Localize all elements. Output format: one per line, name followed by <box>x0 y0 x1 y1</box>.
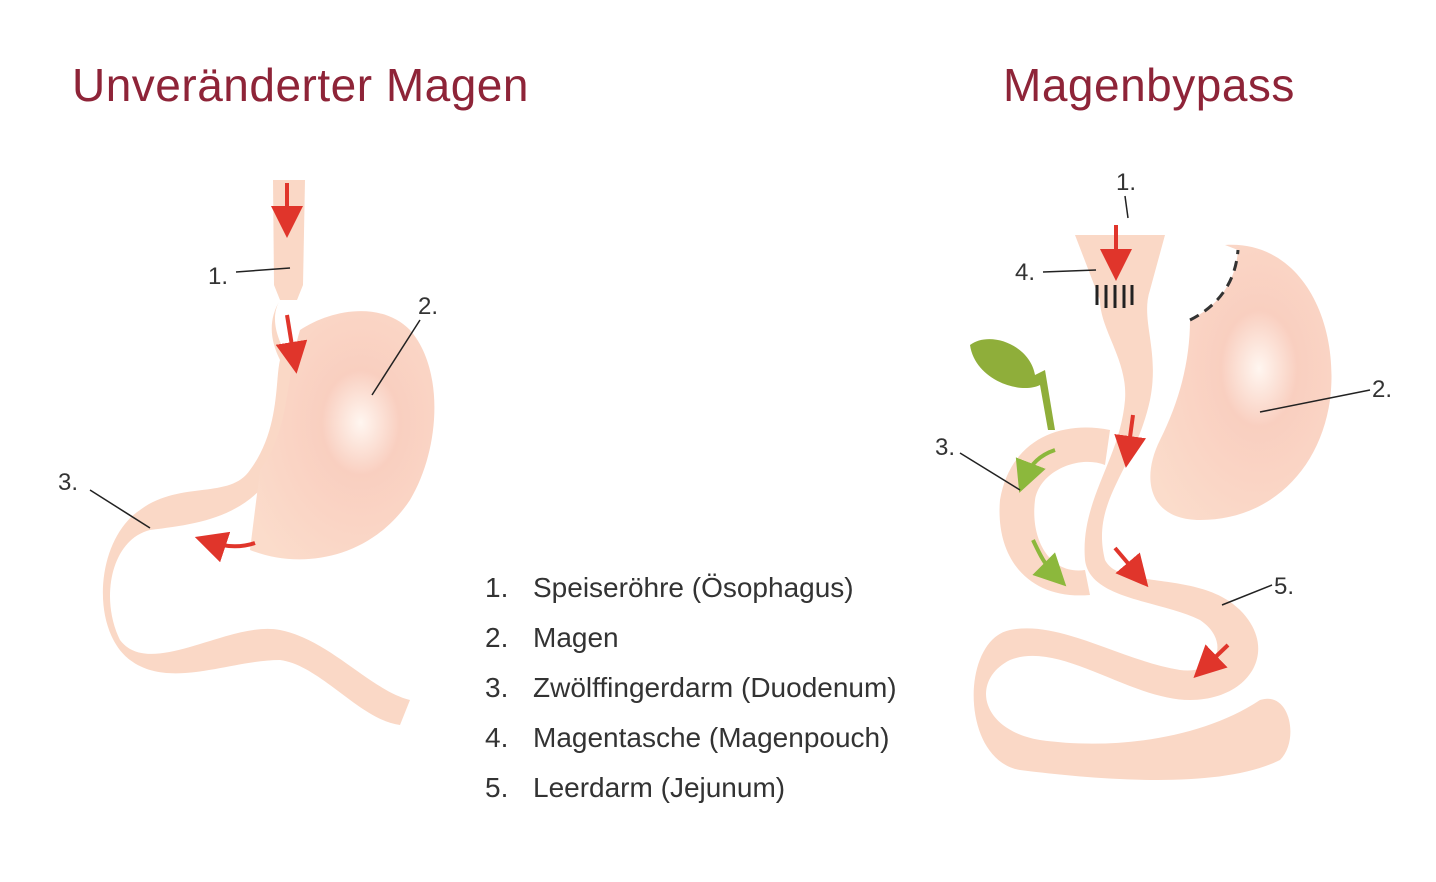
legend-text: Leerdarm (Jejunum) <box>533 772 786 803</box>
arrow-icon <box>1113 546 1149 588</box>
legend-num: 2. <box>485 622 509 653</box>
legend-num: 5. <box>485 772 509 803</box>
label-5: 5. <box>1274 573 1294 600</box>
legend-text: Magentasche (Magenpouch) <box>533 722 890 753</box>
arrow-icon <box>194 531 256 563</box>
label-1: 1. <box>1116 169 1136 196</box>
label-3: 3. <box>935 434 955 461</box>
legend: 1. Speiseröhre (Ösophagus) 2. Magen 3. Zwöl… <box>485 572 897 822</box>
label-2: 2. <box>1372 376 1392 403</box>
arrow-icon <box>1015 448 1056 493</box>
legend-item: 4. Magentasche (Magenpouch) <box>485 722 897 772</box>
legend-text: Magen <box>533 622 619 653</box>
label-1: 1. <box>208 263 228 290</box>
legend-item: 2. Magen <box>485 622 897 672</box>
label-3: 3. <box>58 469 78 496</box>
pouch-and-limb <box>973 235 1291 780</box>
legend-num: 1. <box>485 572 509 603</box>
remnant-stomach <box>1150 244 1332 520</box>
legend-item: 1. Speiseröhre (Ösophagus) <box>485 572 897 622</box>
arrow-icon <box>1193 643 1230 679</box>
arrow-icon <box>1031 539 1067 587</box>
legend-num: 3. <box>485 672 509 703</box>
label-4: 4. <box>1015 259 1035 286</box>
title-gastric-bypass: Magenbypass <box>1003 59 1295 111</box>
legend-text: Zwölffingerdarm (Duodenum) <box>533 672 897 703</box>
unchanged-stomach-drawing: 1. 2. 3. <box>58 180 438 725</box>
legend-item: 5. Leerdarm (Jejunum) <box>485 772 897 822</box>
legend-item: 3. Zwölffingerdarm (Duodenum) <box>485 672 897 722</box>
gallbladder <box>970 339 1055 430</box>
arrow-icon <box>275 314 308 374</box>
label-2: 2. <box>418 293 438 320</box>
legend-num: 4. <box>485 722 509 753</box>
legend-text: Speiseröhre (Ösophagus) <box>533 572 854 603</box>
arrow-icon <box>1114 414 1146 468</box>
stomach <box>102 300 411 725</box>
gastric-bypass-drawing: 1. 4. 2. 3. 5. <box>935 169 1392 780</box>
title-unchanged-stomach: Unveränderter Magen <box>72 59 529 111</box>
